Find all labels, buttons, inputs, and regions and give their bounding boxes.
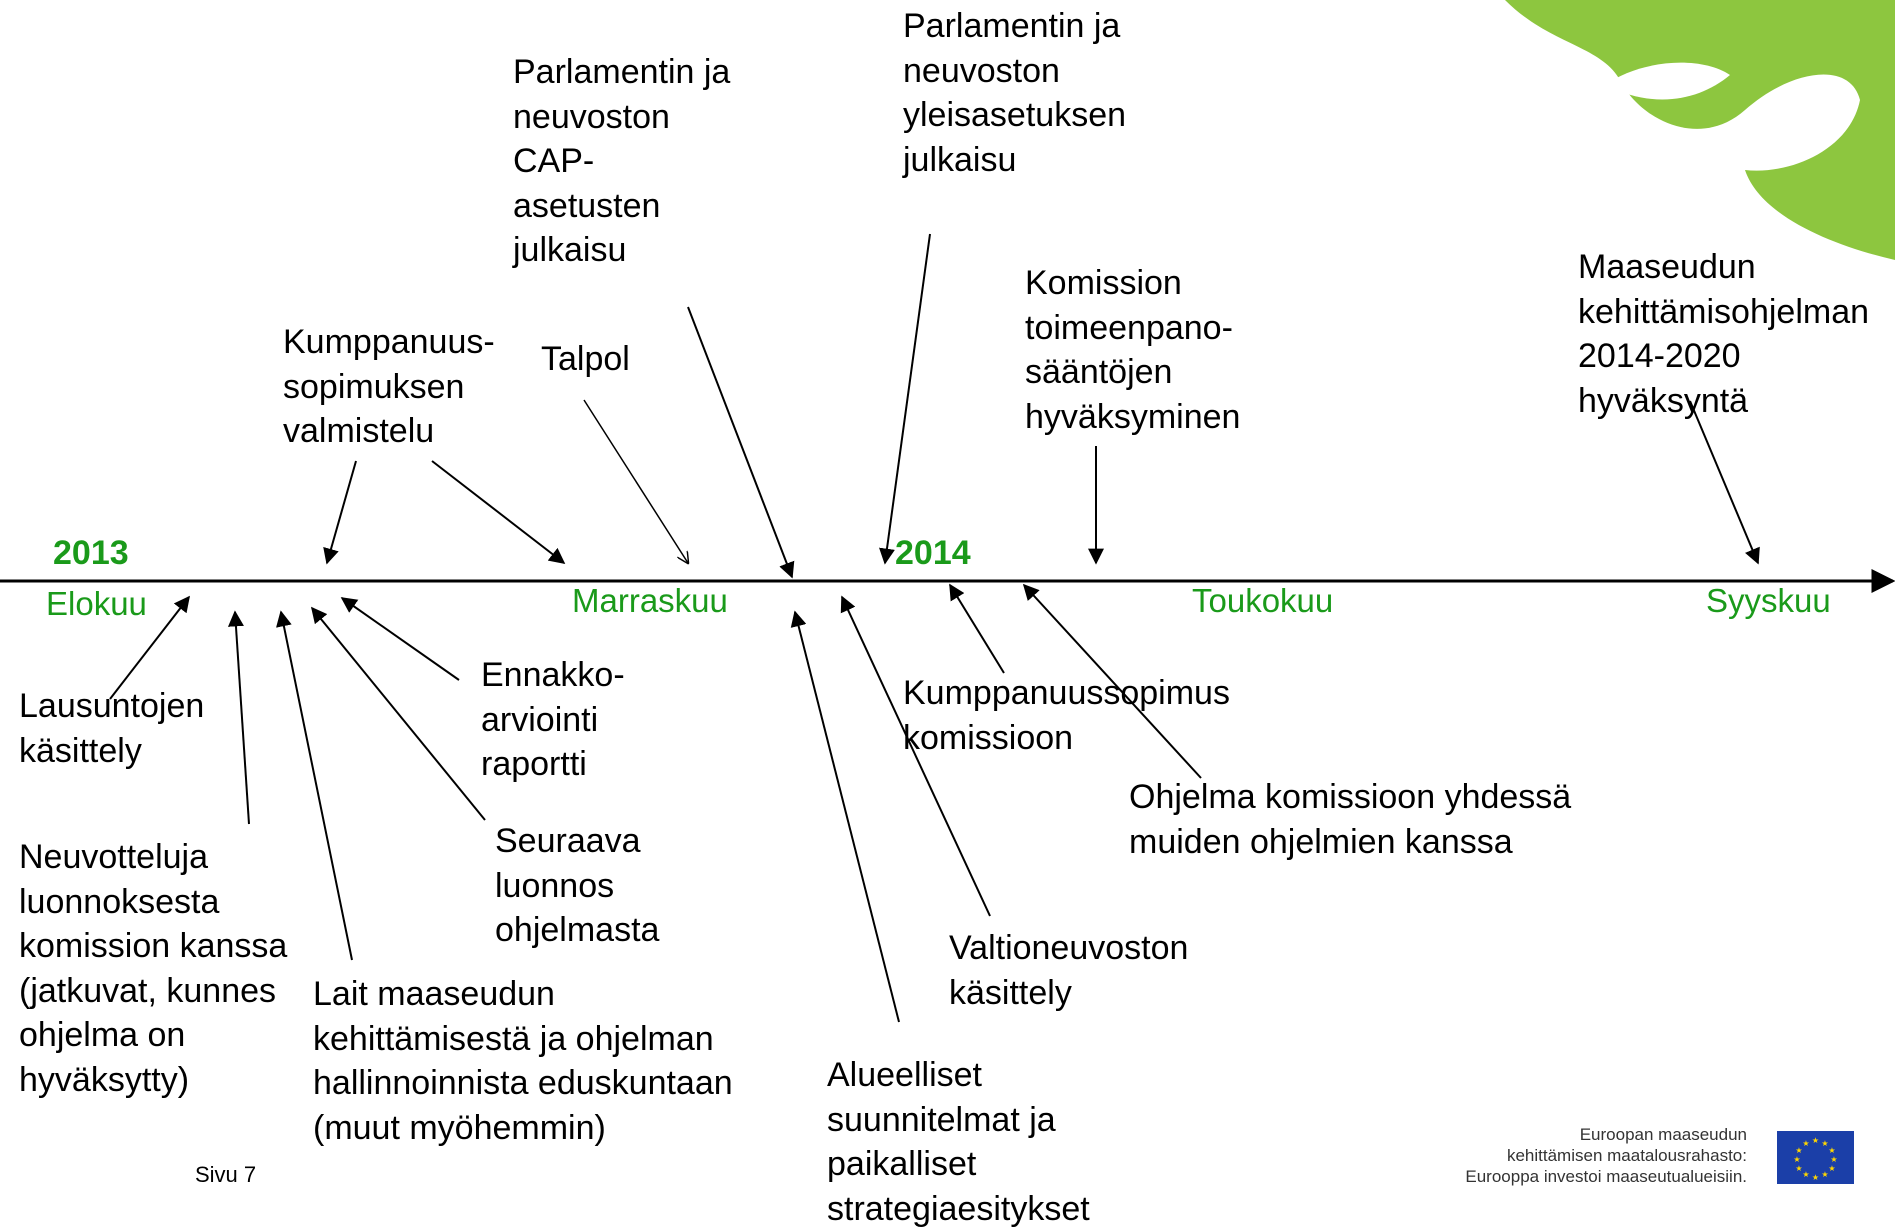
month-label-syyskuu: Syyskuu bbox=[1706, 582, 1831, 619]
svg-text:★: ★ bbox=[1795, 1146, 1802, 1155]
month-label-elokuu: Elokuu bbox=[46, 585, 147, 622]
arrow-ennakko bbox=[340, 597, 460, 681]
year-label-2014: 2014 bbox=[895, 534, 971, 572]
month-label-toukokuu: Toukokuu bbox=[1192, 582, 1334, 619]
arrow-lausunnot bbox=[109, 595, 190, 700]
year-label-2013: 2013 bbox=[53, 534, 129, 572]
arrow-yleisasetus bbox=[879, 233, 931, 565]
svg-text:★: ★ bbox=[1812, 1173, 1819, 1182]
svg-text:★: ★ bbox=[1821, 1139, 1828, 1148]
arrow-seuraava bbox=[310, 606, 486, 821]
event-yleisasetus: Parlamentin ja neuvoston yleisasetuksen … bbox=[903, 7, 1127, 179]
event-seuraava-luonnos: Seuraava luonnos ohjelmasta bbox=[495, 822, 660, 949]
arrow-alueelliset bbox=[790, 610, 900, 1023]
event-ohjelman-hyvaksynta: Maaseudun kehittämisohjelman 2014-2020 h… bbox=[1578, 248, 1870, 420]
svg-text:★: ★ bbox=[1812, 1136, 1819, 1145]
event-lait-eduskuntaan: Lait maaseudun kehittämisestä ja ohjelma… bbox=[313, 975, 733, 1147]
svg-text:★: ★ bbox=[1828, 1146, 1835, 1155]
svg-text:★: ★ bbox=[1828, 1164, 1835, 1173]
svg-text:★: ★ bbox=[1821, 1170, 1828, 1179]
arrow-kumppanuus-b bbox=[431, 460, 566, 564]
event-alueelliset-suunnitelmat: Alueelliset suunnitelmat ja paikalliset … bbox=[827, 1056, 1090, 1228]
svg-text:★: ★ bbox=[1793, 1155, 1800, 1164]
event-talpol: Talpol bbox=[541, 340, 630, 378]
arrow-lait bbox=[276, 610, 353, 961]
arrow-valtioneuvosto bbox=[840, 595, 991, 917]
arrow-talpol bbox=[583, 399, 688, 563]
event-ennakkoarviointi: Ennakko- arviointi raportti bbox=[481, 656, 625, 783]
svg-text:★: ★ bbox=[1830, 1155, 1837, 1164]
svg-text:★: ★ bbox=[1802, 1170, 1809, 1179]
event-ohjelma-komissioon: Ohjelma komissioon yhdessä muiden ohjelm… bbox=[1129, 778, 1572, 861]
event-lausuntojen-kasittely: Lausuntojen käsittely bbox=[19, 687, 205, 770]
arrow-kumppanuussopimus bbox=[949, 583, 1005, 674]
logo-graphic bbox=[1505, 0, 1895, 260]
svg-text:★: ★ bbox=[1795, 1164, 1802, 1173]
page-number: Sivu 7 bbox=[195, 1162, 257, 1187]
arrow-ohjelma-komissioon bbox=[1022, 583, 1202, 779]
event-kumppanuussopimus-komissioon: Kumppanuussopimus komissioon bbox=[903, 674, 1230, 757]
eu-flag-icon: ★ ★ ★ ★ ★ ★ ★ ★ ★ ★ ★ ★ bbox=[1777, 1131, 1854, 1184]
svg-text:★: ★ bbox=[1802, 1139, 1809, 1148]
arrow-kumppanuus-a bbox=[323, 460, 357, 565]
arrow-cap bbox=[687, 306, 795, 579]
event-kumppanuussopimuksen-valmistelu: Kumppanuus- sopimuksen valmistelu bbox=[283, 323, 495, 450]
arrow-neuvottelut bbox=[227, 610, 250, 825]
arrow-hyvaksynta bbox=[1689, 400, 1760, 565]
event-neuvottelut: Neuvotteluja luonnoksesta komission kans… bbox=[19, 838, 288, 1099]
event-cap-asetukset: Parlamentin ja neuvoston CAP- asetusten … bbox=[513, 53, 731, 269]
eu-fund-text: Euroopan maaseudun kehittämisen maatalou… bbox=[1465, 1125, 1747, 1186]
event-valtioneuvoston-kasittely: Valtioneuvoston käsittely bbox=[949, 929, 1189, 1012]
month-label-marraskuu: Marraskuu bbox=[572, 582, 728, 619]
event-toimeenpanosaannot: Komission toimeenpano- sääntöjen hyväksy… bbox=[1025, 264, 1241, 436]
